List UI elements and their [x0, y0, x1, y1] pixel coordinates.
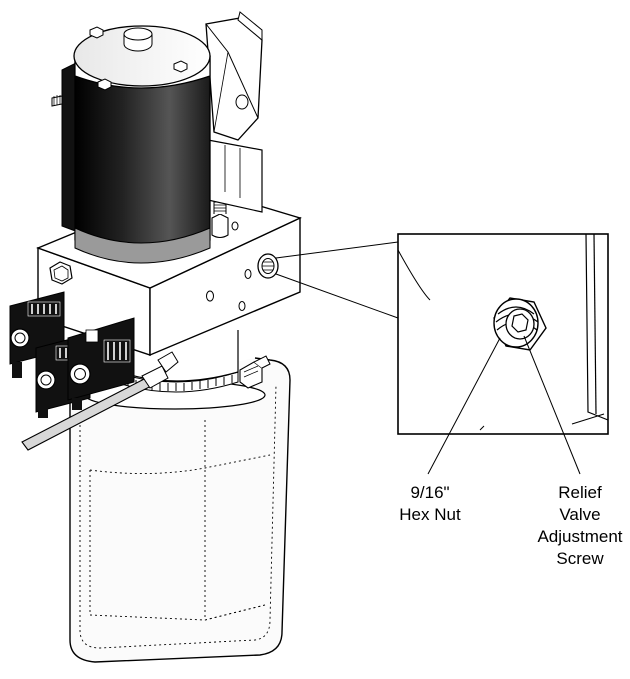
hex-nut-detail — [493, 297, 547, 351]
relief-valve-screw-callout: Relief Valve Adjustment Screw — [520, 482, 630, 570]
screw-text: Screw — [556, 549, 604, 568]
valve-text: Valve — [559, 505, 601, 524]
relief-valve-fitting — [257, 253, 279, 279]
hex-nut-callout: 9/16" Hex Nut — [380, 482, 480, 526]
elbow-fitting — [239, 355, 271, 389]
top-fitting — [211, 201, 229, 239]
reservoir-tank — [69, 357, 291, 663]
pump-body — [205, 11, 263, 213]
adjustment-text: Adjustment — [537, 527, 623, 546]
relief-text: Relief — [558, 483, 602, 502]
electric-motor — [51, 25, 211, 264]
detail-leader-lines — [275, 241, 399, 319]
hex-nut-size-text: 9/16" — [410, 483, 450, 502]
solenoid-coil-3 — [67, 317, 135, 410]
relief-valve-detail-inset — [397, 233, 609, 475]
hex-nut-name-text: Hex Nut — [399, 505, 461, 524]
hydraulic-hose — [21, 351, 179, 451]
